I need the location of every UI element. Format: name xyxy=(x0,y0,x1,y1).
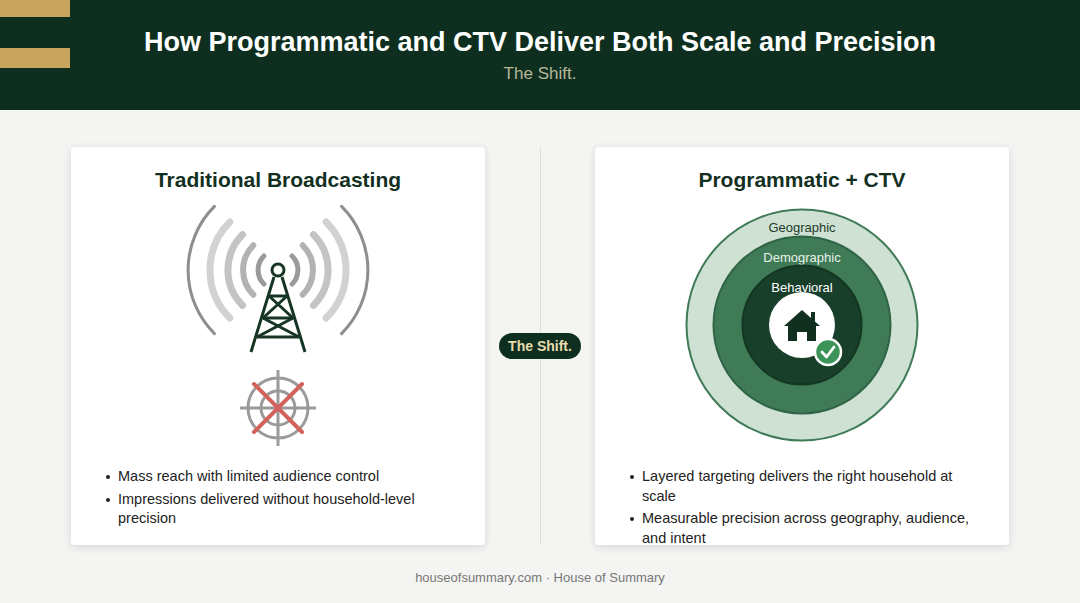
shift-pill: The Shift. xyxy=(499,333,581,359)
bullet-point: Impressions delivered without household-… xyxy=(104,490,426,529)
subtitle-label: The Shift. xyxy=(0,64,1080,84)
targeting-ring: DemographicBehavioral xyxy=(712,235,892,415)
gold-bar xyxy=(0,48,70,68)
bullet-point: Layered targeting delivers the right hou… xyxy=(628,467,990,506)
bullet-list: Mass reach with limited audience control… xyxy=(104,467,426,532)
card-heading: Programmatic + CTV xyxy=(595,168,1009,192)
bullet-point: Mass reach with limited audience control xyxy=(104,467,426,487)
targeting-ring: Behavioral xyxy=(741,264,863,386)
header-band: How Programmatic and CTV Deliver Both Sc… xyxy=(0,0,1080,110)
comparison-card: Programmatic + CTV Layered targeting deli… xyxy=(595,147,1009,545)
page-title: How Programmatic and CTV Deliver Both Sc… xyxy=(0,26,1080,58)
card-heading: Traditional Broadcasting xyxy=(71,168,485,192)
bullet-list: Layered targeting delivers the right hou… xyxy=(628,467,990,551)
comparison-card: Traditional BroadcastingMass reach with … xyxy=(71,147,485,545)
footer-caption: houseofsummary.com · House of Summary xyxy=(0,570,1080,586)
pill-text: The Shift. xyxy=(499,333,581,359)
gold-bar xyxy=(0,0,70,17)
ring-label: Behavioral xyxy=(741,280,863,296)
bullet-point: Measurable precision across geography, a… xyxy=(628,509,990,548)
targeting-ring: GeographicDemographicBehavioral xyxy=(685,208,919,442)
ring-label: Demographic xyxy=(712,250,892,266)
ring-label: Geographic xyxy=(685,220,919,236)
